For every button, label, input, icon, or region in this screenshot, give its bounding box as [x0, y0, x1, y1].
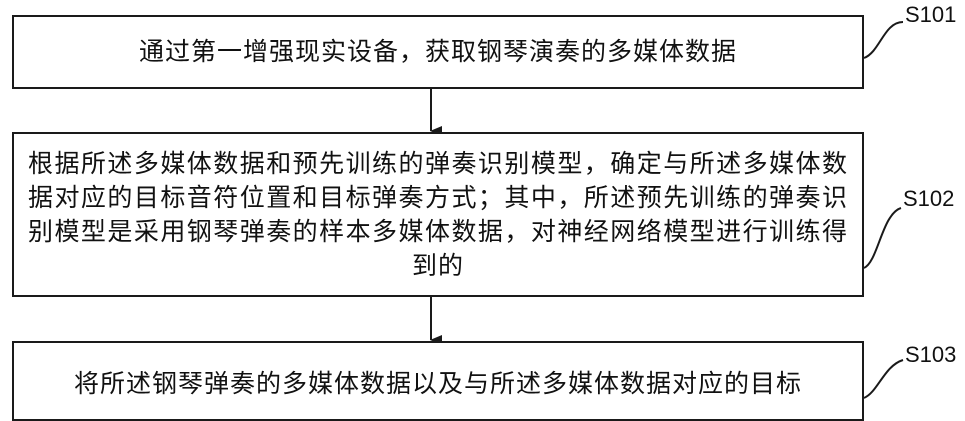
- step-label-s103: S103: [905, 342, 957, 367]
- step-text-s102: 根据所述多媒体数据和预先训练的弹奏识别模型，确定与所述多媒体数据对应的目标音符位…: [28, 148, 848, 280]
- flowchart: 通过第一增强现实设备，获取钢琴演奏的多媒体数据 根据所述多媒体数据和预先训练的弹…: [12, 2, 957, 421]
- step-text-s103: 将所述钢琴弹奏的多媒体数据以及与所述多媒体数据对应的目标: [73, 369, 802, 398]
- step-box-s102: 根据所述多媒体数据和预先训练的弹奏识别模型，确定与所述多媒体数据对应的目标音符位…: [12, 132, 864, 297]
- step-label-s101: S101: [905, 2, 957, 27]
- step-label-s102: S102: [903, 186, 955, 211]
- step-text-s101: 通过第一增强现实设备，获取钢琴演奏的多媒体数据: [138, 37, 737, 66]
- leader-line-s102: [863, 207, 902, 269]
- leader-line-s101: [863, 21, 904, 59]
- step-box-s103: 将所述钢琴弹奏的多媒体数据以及与所述多媒体数据对应的目标: [12, 341, 864, 421]
- step-box-s101: 通过第一增强现实设备，获取钢琴演奏的多媒体数据: [12, 15, 864, 89]
- leader-line-s103: [863, 359, 904, 399]
